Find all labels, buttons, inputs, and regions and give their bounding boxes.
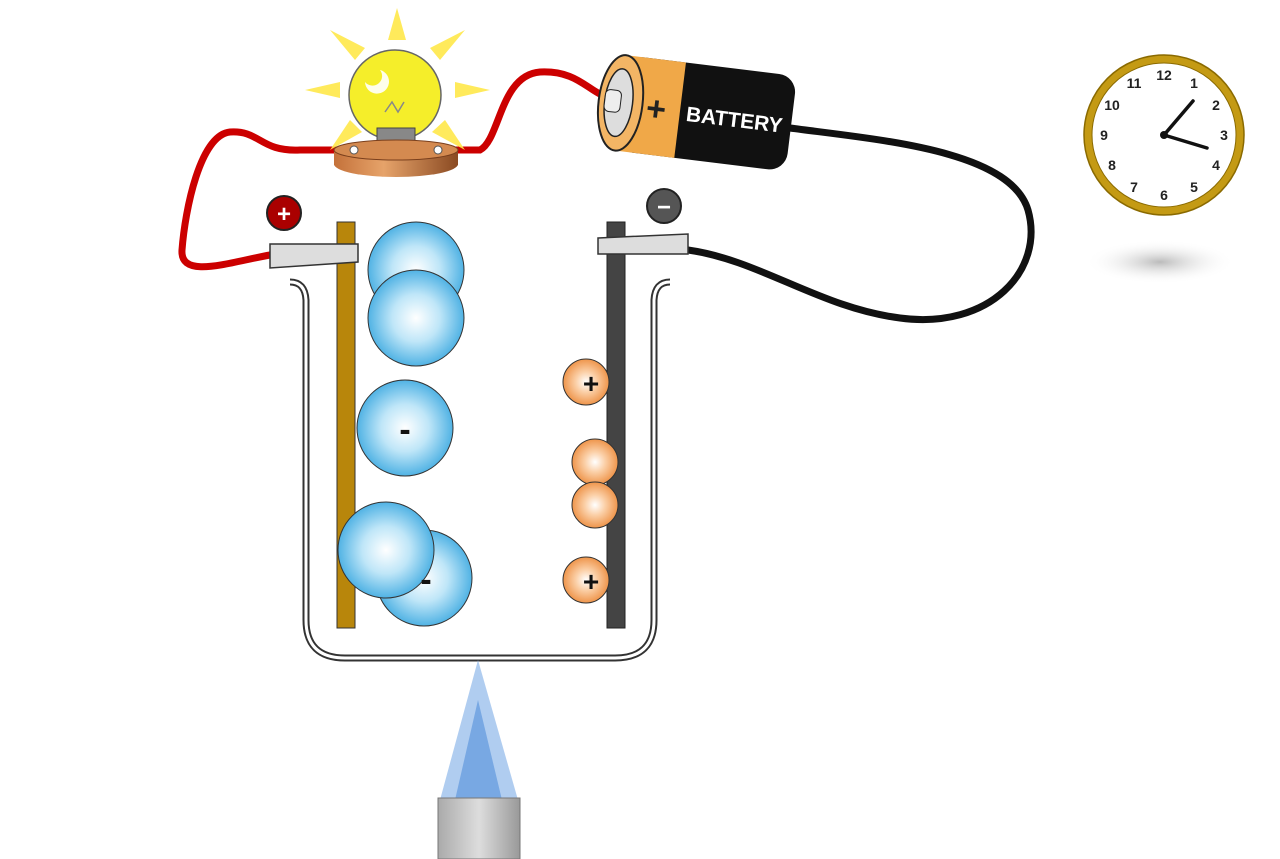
clock-number: 2 (1212, 97, 1220, 113)
clock-number: 1 (1190, 75, 1198, 91)
positive-ions (562, 358, 619, 604)
positive-ion-sign: + (583, 566, 599, 597)
flame-inner (455, 700, 502, 800)
svg-text:+: + (277, 201, 291, 228)
light-bulb (305, 8, 490, 177)
negative-terminal-badge: − (646, 188, 682, 224)
clock-number: 10 (1104, 97, 1120, 113)
black-wire (684, 124, 1035, 323)
negative-clip[interactable] (597, 233, 689, 255)
hour-hand (1162, 133, 1209, 150)
clock-shadow (1085, 240, 1235, 284)
bulb-glow-rays (305, 8, 490, 150)
clock-number: 4 (1212, 157, 1220, 173)
clock-number: 12 (1156, 67, 1172, 83)
burner-nozzle (437, 797, 521, 859)
clock-number: 3 (1220, 127, 1228, 143)
negative-ion-sign: - (399, 411, 410, 449)
positive-clip[interactable] (269, 243, 359, 269)
clock-number: 11 (1127, 75, 1142, 91)
clock-number: 8 (1108, 157, 1116, 173)
battery[interactable]: + BATTERY (593, 53, 797, 172)
negative-ions (337, 221, 473, 627)
clock-number: 7 (1130, 179, 1138, 195)
clock-number: 9 (1100, 127, 1108, 143)
battery-plus-label: + (644, 89, 668, 129)
cathode-electrode (606, 221, 626, 629)
positive-terminal-badge: + (266, 195, 302, 231)
burner (437, 660, 521, 859)
negative-ion-sign: - (420, 561, 431, 599)
clock-number: 6 (1160, 187, 1168, 203)
minute-hand (1162, 99, 1195, 137)
positive-ion-sign: + (583, 368, 599, 399)
red-wire (178, 68, 614, 271)
clock-number: 5 (1190, 179, 1198, 195)
svg-text:−: − (657, 194, 671, 221)
